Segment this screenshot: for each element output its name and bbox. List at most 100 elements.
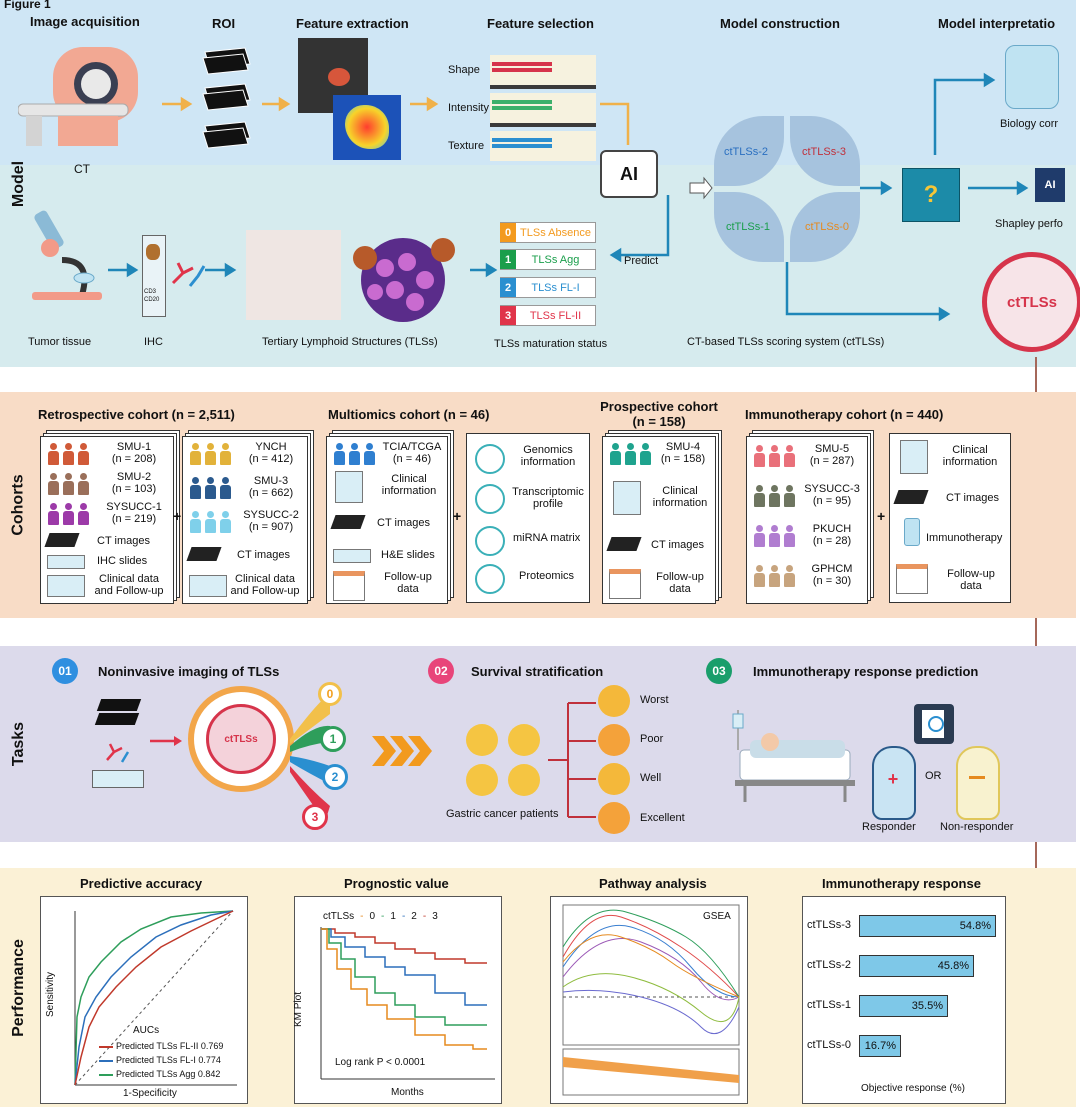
system-caption: CT-based TLSs scoring system (ctTLSs) <box>687 336 885 348</box>
cohort-n: (n = 158) <box>660 453 706 465</box>
clinical-card-icon <box>900 440 928 474</box>
antibody-icon <box>171 262 206 287</box>
mirna-icon <box>475 526 505 556</box>
task-num-01: 01 <box>52 658 78 684</box>
cohort-name: PKUCH <box>812 523 852 535</box>
clinical-card-icon <box>189 575 227 597</box>
legend-agg: Predicted TLSs Agg 0.842 <box>116 1069 221 1079</box>
item-data: data <box>397 583 419 595</box>
item-transcriptomic: Transcriptomic <box>512 486 584 498</box>
arrow-right-icon <box>150 736 182 746</box>
stage-feature-extraction: Feature extraction <box>296 16 409 31</box>
people-icon <box>333 443 375 465</box>
pros-title: Prospective cohort(n = 158) <box>600 399 718 429</box>
item-ct-images: CT images <box>97 535 150 547</box>
cohort-name: SYSUCC-3 <box>804 483 860 495</box>
item-data: data <box>669 583 691 595</box>
item-information: information <box>381 485 437 497</box>
item-information: information <box>942 456 998 468</box>
gsea-label: GSEA <box>703 911 731 922</box>
km-legend-title: ctTLSs <box>323 911 355 922</box>
ihc-marker-cd3: CD3 <box>144 289 157 295</box>
cohort-n: (n = 103) <box>111 483 157 495</box>
neutral-face-icon <box>508 724 540 756</box>
ct-images-icon <box>186 547 222 561</box>
item-data: data <box>960 580 982 592</box>
gsea-panel: GSEA <box>550 896 748 1104</box>
item-he-slides: H&E slides <box>381 549 435 561</box>
tls-histology-image <box>246 230 341 320</box>
feature-shape: Shape <box>448 64 480 76</box>
smile-face-icon <box>598 763 630 795</box>
ihc-label: IHC <box>144 336 163 348</box>
dna-icon <box>475 444 505 474</box>
ihc-slide-icon: CD3 CD20 <box>142 235 166 317</box>
km-legend-3: 3 <box>432 911 438 922</box>
cohort-n: (n = 208) <box>111 453 157 465</box>
ihc-marker-cd20: CD20 <box>144 297 160 303</box>
ct-scanner-icon <box>18 47 138 146</box>
roc-panel: Sensitivity 1-Specificity AUCs Predicted… <box>40 896 248 1104</box>
item-clinical: Clinical data <box>235 573 295 585</box>
badge-1: 1 <box>320 726 346 752</box>
chevrons-icon <box>372 736 432 766</box>
km-title: Prognostic value <box>344 876 449 891</box>
people-icon <box>753 565 795 587</box>
badge-3: 3 <box>302 804 328 830</box>
cohort-n: (n = 662) <box>248 487 294 499</box>
retro-card-2: YNCH(n = 412) SMU-3(n = 662) SYSUCC-2(n … <box>182 436 308 604</box>
roc-xlabel: 1-Specificity <box>123 1088 177 1099</box>
shapley-ai-icon: AI <box>1035 168 1065 202</box>
feature-markers-icon <box>492 62 552 148</box>
stage-model-construction: Model construction <box>720 16 840 31</box>
item-ct-images: CT images <box>651 539 704 551</box>
section-label-performance: Performance <box>10 938 28 1037</box>
ct-images-icon <box>606 537 642 551</box>
iv-bag-icon <box>904 518 920 546</box>
model-arrows <box>108 72 1029 322</box>
ct-label: CT <box>74 162 90 176</box>
cohort-name: GPHCM <box>811 563 853 575</box>
km-legend: ctTLSs -0 -1 -2 -3 <box>323 911 438 922</box>
status-caption: TLSs maturation status <box>494 338 608 350</box>
legend-fl2: Predicted TLSs FL-II 0.769 <box>116 1041 224 1051</box>
clinical-card-icon <box>47 575 85 597</box>
cohort-name: SMU-3 <box>253 475 289 487</box>
or-label: OR <box>925 770 942 782</box>
cohort-name: SMU-5 <box>814 443 850 455</box>
item-genomics: Genomics <box>523 444 573 456</box>
task-num-03: 03 <box>706 658 732 684</box>
km-legend-1: 1 <box>390 911 396 922</box>
calendar-icon <box>333 571 365 601</box>
cohort-name: SYSUCC-1 <box>106 501 162 513</box>
section-label-tasks: Tasks <box>10 721 27 767</box>
cttlss-inner: ctTLSs <box>206 704 276 774</box>
ct-slices-icon <box>94 695 143 733</box>
item-followup: and Follow-up <box>94 585 164 597</box>
orr-category-label: ctTLSs-3 <box>807 919 852 931</box>
ct-images-icon <box>330 515 366 529</box>
people-icon <box>47 473 89 495</box>
sad-face-icon <box>598 724 630 756</box>
people-icon <box>189 511 231 533</box>
orr-bar: 54.8% <box>859 915 996 937</box>
cohort-n: (n = 30) <box>812 575 852 587</box>
cohort-name: YNCH <box>255 441 287 453</box>
hospital-bed-icon <box>732 710 855 802</box>
item-followup: and Follow-up <box>230 585 300 597</box>
people-icon <box>753 525 795 547</box>
item-proteomics: Proteomics <box>519 570 575 582</box>
task-title-3: Immunotherapy response prediction <box>753 664 979 679</box>
legend-fl1: Predicted TLSs FL-I 0.774 <box>116 1055 221 1065</box>
clinical-card-icon <box>613 481 641 515</box>
laugh-face-icon <box>598 802 630 834</box>
orr-bar: 16.7% <box>859 1035 901 1057</box>
item-followup: Follow-up <box>947 568 995 580</box>
outcome-well: Well <box>640 772 662 784</box>
outcome-excellent: Excellent <box>640 812 685 824</box>
cohort-name: TCIA/TCGA <box>382 441 442 453</box>
responder-label: Responder <box>862 821 916 833</box>
stage-model-interpretation: Model interpretatio <box>938 16 1056 31</box>
